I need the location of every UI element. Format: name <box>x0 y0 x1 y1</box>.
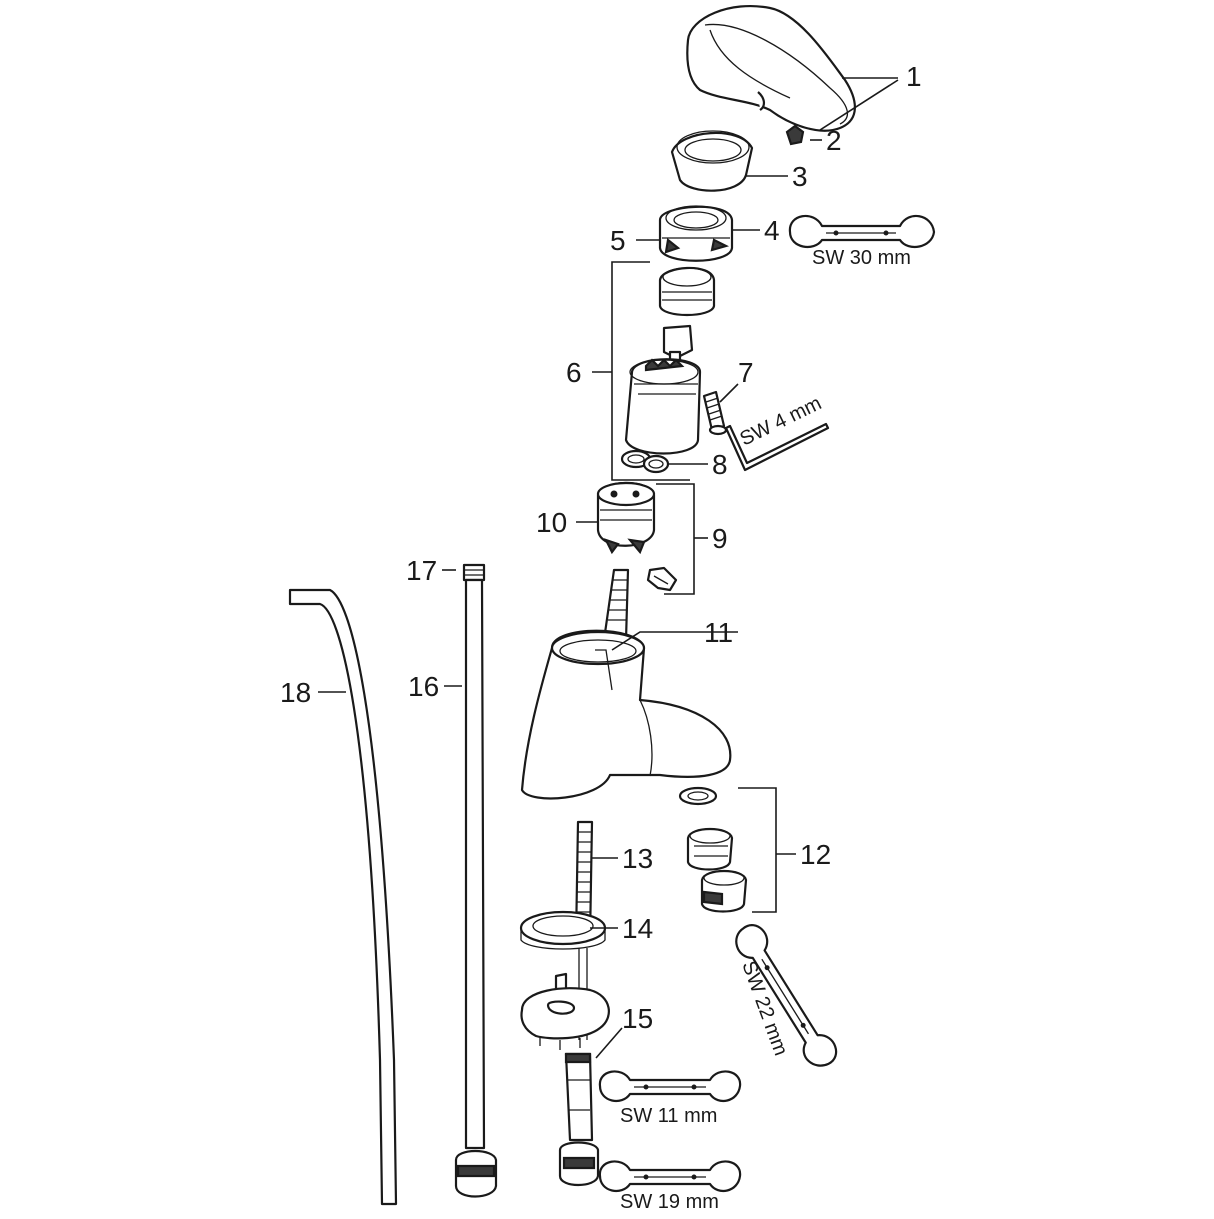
callout-labels: 1 2 3 4 5 6 7 8 9 10 11 12 13 14 15 16 1… <box>280 61 922 1034</box>
callout-14: 14 <box>622 913 653 944</box>
part-o-rings <box>620 449 670 474</box>
part-mounting-fixing <box>520 987 610 1050</box>
tool-label-sw4: SW 4 mm <box>737 392 826 450</box>
part-cartridge <box>624 266 716 455</box>
callout-16: 16 <box>408 671 439 702</box>
callout-12: 12 <box>800 839 831 870</box>
part-washer <box>519 910 607 950</box>
part-supply-tube <box>288 588 398 1206</box>
tool-label-sw11: SW 11 mm <box>620 1105 717 1127</box>
callout-1: 1 <box>906 61 922 92</box>
callout-9: 9 <box>712 523 728 554</box>
part-diverter-insert <box>596 481 656 555</box>
part-cover-ring <box>670 130 754 192</box>
callout-2: 2 <box>826 125 842 156</box>
callout-7: 7 <box>738 357 754 388</box>
wrench-sw30-icon <box>788 215 936 249</box>
part-threaded-stud <box>574 820 594 942</box>
part-mixer-body <box>520 629 732 800</box>
part-grub-screw <box>785 124 805 146</box>
callout-15: 15 <box>622 1003 653 1034</box>
callout-11: 11 <box>704 617 733 648</box>
tool-label-sw19: SW 19 mm <box>620 1191 719 1213</box>
wrench-sw19-icon <box>598 1160 742 1193</box>
wrench-sw22-icon <box>735 924 838 1067</box>
tool-label-sw30: SW 30 mm <box>812 247 911 269</box>
callout-4: 4 <box>764 215 780 246</box>
part-retaining-clip <box>646 566 678 592</box>
callout-18: 18 <box>280 677 311 708</box>
callout-10: 10 <box>536 507 567 538</box>
wrench-sw11-icon <box>598 1070 742 1103</box>
callout-5: 5 <box>610 225 626 256</box>
callout-3: 3 <box>792 161 808 192</box>
part-aerator-set <box>678 786 748 913</box>
part-fixing-nut-sleeve <box>558 1052 600 1187</box>
callout-8: 8 <box>712 449 728 480</box>
part-flexible-hose <box>454 563 498 1198</box>
part-pop-up-rod-top <box>602 568 630 642</box>
part-lever-handle <box>686 4 856 132</box>
leader-lines <box>318 77 899 1059</box>
part-cartridge-nut <box>658 205 734 262</box>
allen-key-icon <box>724 422 830 472</box>
callout-13: 13 <box>622 843 653 874</box>
callout-17: 17 <box>406 555 437 586</box>
callout-6: 6 <box>566 357 582 388</box>
